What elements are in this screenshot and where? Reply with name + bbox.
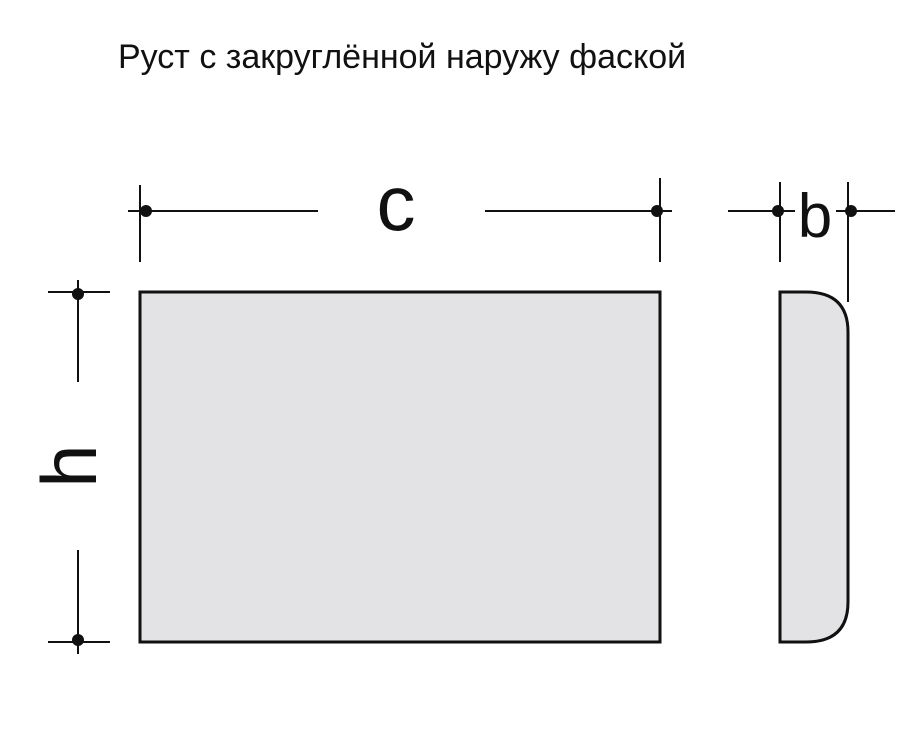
page-title: Руст с закруглённой наружу фаской xyxy=(118,38,687,76)
side-profile-panel xyxy=(778,290,850,644)
front-view-panel xyxy=(138,290,662,644)
depth-dot-left xyxy=(772,205,784,217)
height-dot-top xyxy=(72,288,84,300)
width-label: c xyxy=(377,159,416,247)
depth-label: b xyxy=(798,182,832,251)
height-label: h xyxy=(25,444,113,487)
height-dot-bottom xyxy=(72,634,84,646)
depth-dot-right xyxy=(845,205,857,217)
width-dot-right xyxy=(651,205,663,217)
width-dot-left xyxy=(140,205,152,217)
width-dimension xyxy=(128,178,672,262)
